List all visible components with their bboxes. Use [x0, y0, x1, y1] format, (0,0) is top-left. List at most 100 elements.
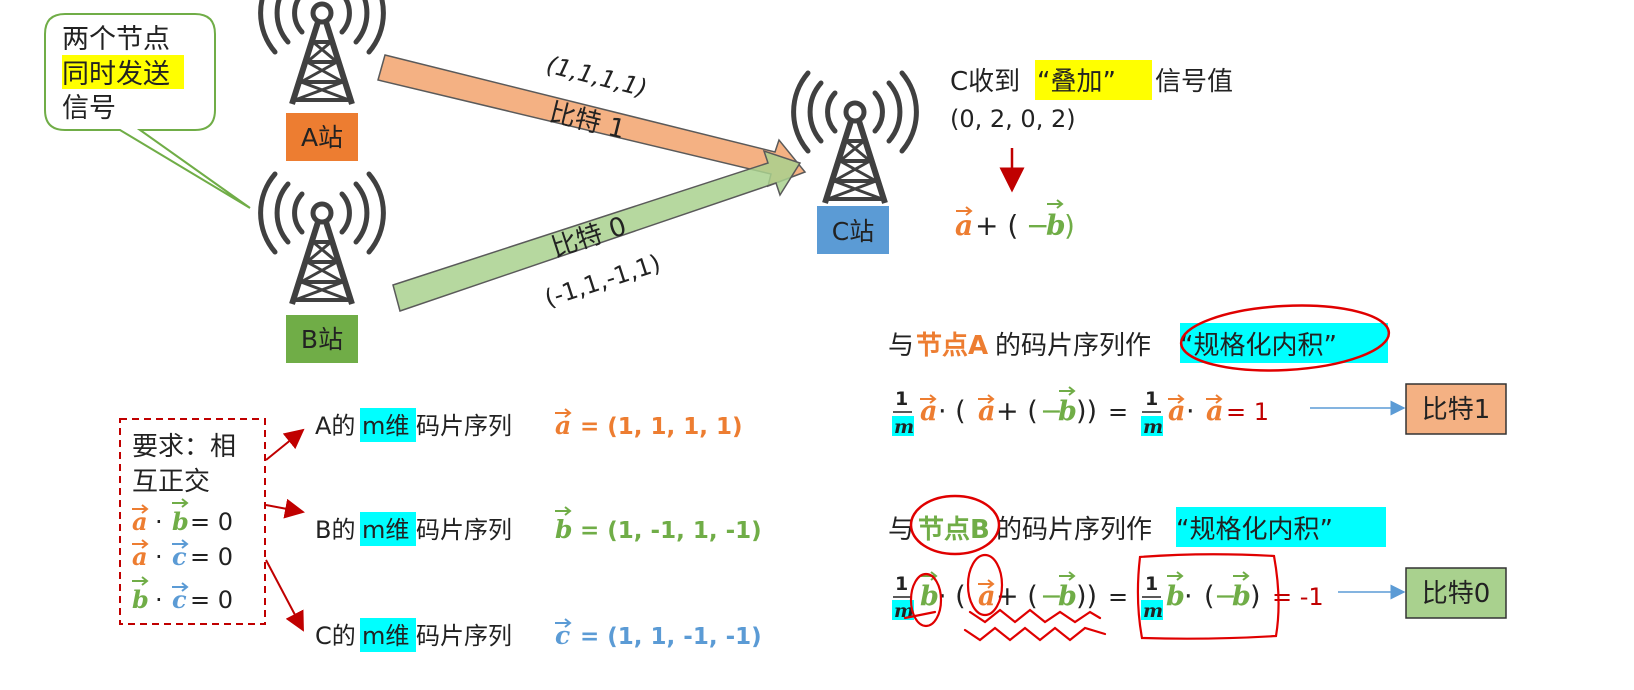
- seq-b-post: 码片序列: [416, 516, 512, 544]
- ib-title-node: 节点B: [918, 514, 990, 545]
- req-ab-dot: ·: [155, 508, 163, 536]
- ia-close: )): [1076, 396, 1097, 427]
- sum-vector-a: a: [955, 209, 973, 242]
- ia-frac-num: 1: [895, 388, 908, 410]
- bit1-box: [1405, 383, 1507, 435]
- arrow-b-to-c: [392, 149, 802, 312]
- orthogonality-ab: a · b = 0: [132, 498, 233, 536]
- ia-frac-den: m: [894, 416, 914, 438]
- seq-b-val: = (1, -1, 1, -1): [580, 518, 762, 544]
- ib-frac2-num: 1: [1145, 573, 1158, 595]
- sequence-a: A的 m维 码片序列 a = (1, 1, 1, 1): [315, 408, 743, 442]
- bit1-label: 比特1: [1422, 395, 1491, 425]
- ia-title-hl: “规格化内积”: [1180, 331, 1337, 361]
- inner-product-a-title: 与 节点A 的码片序列作 “规格化内积”: [888, 304, 1391, 372]
- sum-vector-b: b: [1046, 209, 1066, 242]
- seq-b-hl: m维: [362, 516, 409, 544]
- callout-line3: 信号: [62, 93, 116, 124]
- ib-v5: b: [1232, 581, 1251, 612]
- station-c-label: C站: [832, 217, 874, 246]
- arrow-a-sequence: (1,1,1,1): [544, 51, 650, 103]
- ib-frac-num: 1: [895, 573, 908, 595]
- ib-eq: =: [1108, 583, 1128, 611]
- req-ac-a: a: [132, 542, 148, 571]
- ib-neg: −: [1040, 581, 1063, 612]
- annotation-circle-b: [909, 494, 1001, 556]
- req-ac-dot: ·: [155, 543, 163, 571]
- ib-title-hl: “规格化内积”: [1176, 515, 1333, 545]
- ia-title-post: 的码片序列作: [995, 331, 1151, 361]
- seq-a-post: 码片序列: [416, 412, 512, 440]
- seq-c-post: 码片序列: [416, 622, 512, 650]
- requirement-line2: 互正交: [132, 467, 210, 497]
- seq-a-hl: m维: [362, 412, 409, 440]
- inner-product-b-formula: 1 m b · ( a + ( − b )) = 1 m b · ( − b )…: [892, 571, 1324, 622]
- ib-dot: · (: [938, 581, 966, 612]
- req-ab-b: b: [172, 507, 189, 536]
- ia-frac2-num: 1: [1145, 388, 1158, 410]
- ia-title-node: 节点A: [916, 330, 988, 361]
- req-bc-dot: ·: [155, 586, 163, 614]
- seq-b-var: b: [555, 515, 572, 544]
- antenna-a-icon: [261, 0, 384, 104]
- ia-v5: a: [1206, 396, 1224, 427]
- req-arrow-c: [265, 559, 304, 632]
- ib-lp: (: [1204, 581, 1215, 612]
- orthogonality-bc: b · c = 0: [132, 576, 233, 614]
- callout-line2: 同时发送: [62, 59, 170, 90]
- receive-suffix: 信号值: [1155, 67, 1233, 97]
- sequence-c: C的 m维 码片序列 c = (1, 1, -1, -1): [315, 618, 762, 652]
- sum-neg: −: [1026, 209, 1049, 242]
- ia-eq: =: [1108, 398, 1128, 426]
- bit0-box: [1405, 567, 1507, 619]
- seq-c-hl: m维: [362, 622, 409, 650]
- station-b-label: B站: [301, 325, 343, 354]
- req-ab-eq: = 0: [190, 508, 233, 536]
- req-bc-c: c: [172, 585, 187, 614]
- seq-a-val: = (1, 1, 1, 1): [580, 414, 743, 440]
- receive-highlight: “叠加”: [1037, 67, 1116, 97]
- req-arrow-b: [265, 498, 305, 519]
- ia-dot: · (: [938, 396, 966, 427]
- ia-title-pre: 与: [888, 331, 914, 361]
- requirement-line1: 要求：相: [132, 432, 236, 462]
- ib-v3: b: [1058, 581, 1077, 612]
- ia-v3: b: [1058, 396, 1077, 427]
- seq-a-pre: A的: [315, 412, 355, 440]
- sequence-b: B的 m维 码片序列 b = (1, -1, 1, -1): [315, 506, 762, 546]
- ia-v4: a: [1168, 396, 1186, 427]
- ia-v1: a: [920, 396, 938, 427]
- bit0-label: 比特0: [1422, 579, 1491, 609]
- station-a-label: A站: [301, 123, 343, 152]
- seq-c-pre: C的: [315, 622, 356, 650]
- inner-product-a-formula: 1 m a · ( a + ( − b )) = 1 m a · a = 1: [892, 386, 1269, 438]
- handwritten-marks: [903, 553, 1280, 642]
- seq-c-var: c: [555, 621, 570, 650]
- req-ac-c: c: [172, 542, 187, 571]
- req-ab-a: a: [132, 507, 148, 536]
- annotation-circle-a: [1179, 304, 1391, 372]
- ia-v2: a: [978, 396, 996, 427]
- req-bc-eq: = 0: [190, 586, 233, 614]
- ib-v1: b: [920, 581, 939, 612]
- seq-c-val: = (1, 1, -1, -1): [580, 624, 762, 650]
- station-c-box: [817, 206, 889, 254]
- station-a-box: [286, 113, 358, 161]
- requirement-box: [119, 418, 266, 625]
- orthogonality-ac: a · c = 0: [132, 539, 233, 571]
- ib-dot2: ·: [1184, 581, 1193, 612]
- receive-prefix: C收到: [950, 67, 1020, 97]
- ia-frac2-den: m: [1143, 416, 1163, 438]
- ib-close: )): [1076, 581, 1097, 612]
- ia-dot2: ·: [1186, 396, 1195, 427]
- ib-title-pre: 与: [888, 515, 914, 545]
- ia-plus: + (: [996, 396, 1038, 427]
- ib-result: = -1: [1272, 583, 1324, 611]
- req-arrow-a: [265, 428, 305, 461]
- sum-close: ): [1064, 209, 1075, 242]
- ib-title-post: 的码片序列作: [996, 515, 1152, 545]
- station-b-box: [286, 315, 358, 363]
- sum-plus: + (: [975, 209, 1018, 242]
